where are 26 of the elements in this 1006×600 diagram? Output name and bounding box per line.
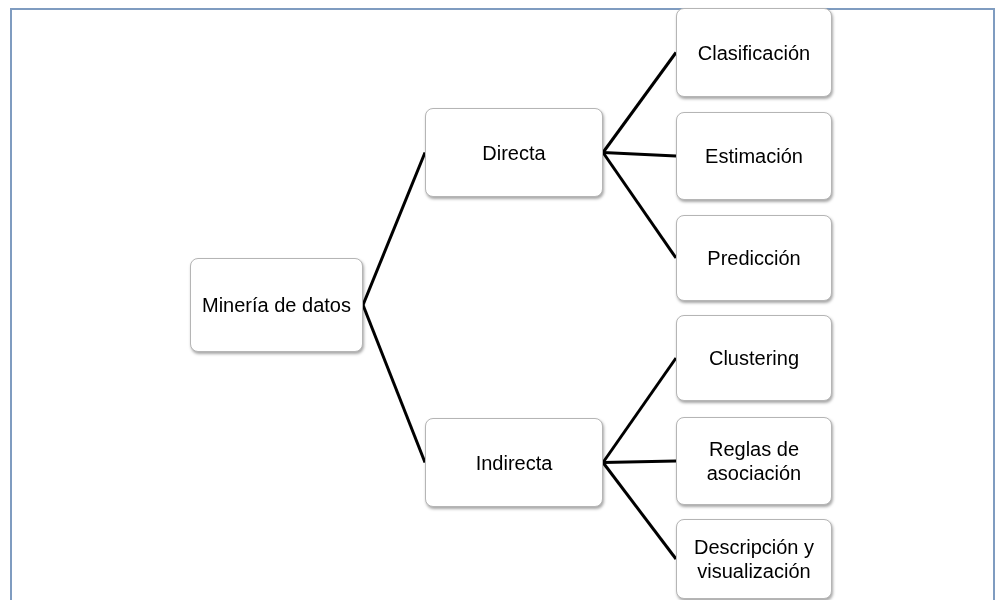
connector-line	[602, 151, 677, 158]
connector-line	[361, 304, 427, 464]
node-label: Minería de datos	[202, 293, 351, 317]
process-box	[425, 108, 603, 197]
process-box	[676, 519, 832, 599]
connector-line	[361, 151, 427, 306]
node-label: Indirecta	[475, 450, 553, 475]
process-box	[676, 8, 832, 97]
connector-line	[601, 151, 678, 259]
process-box	[676, 112, 832, 200]
process-box	[676, 315, 832, 401]
connector-line	[602, 459, 677, 464]
node-label: Descripción y visualización	[692, 535, 815, 583]
process-box	[676, 215, 832, 301]
node-label: Clustering	[708, 346, 799, 370]
node-label: Estimación	[705, 144, 803, 168]
connector-line	[601, 357, 678, 464]
node-label: Clasificación	[697, 40, 811, 65]
connector-line	[601, 51, 678, 154]
process-box	[425, 418, 603, 507]
process-box	[190, 258, 363, 352]
node-label: Reglas de asociación	[705, 437, 803, 485]
node-label: Predicción	[707, 246, 801, 270]
node-label: Directa	[482, 140, 546, 165]
connector-line	[601, 461, 678, 560]
process-box	[676, 417, 832, 505]
